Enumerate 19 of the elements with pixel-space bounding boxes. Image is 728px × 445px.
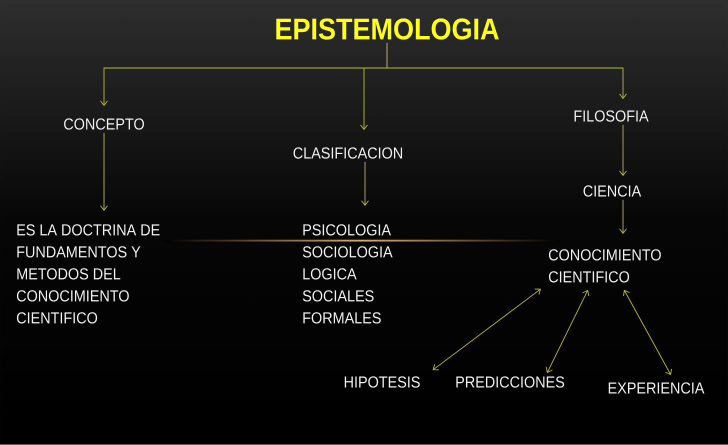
arrow [100, 132, 108, 211]
arrow [619, 124, 627, 176]
text-label: CIENCIA [584, 185, 642, 197]
word-list: PSICOLOGIA SOCIOLOGIA LOGICA SOCIALES FORMALES [302, 224, 393, 324]
text-label: HIPOTESIS [344, 376, 420, 388]
text-label: CONOCIMIENTO CIENTIFICO [548, 249, 661, 283]
text-label: EXPERIENCIA [608, 382, 704, 394]
text-label: CONCEPTO [64, 118, 144, 130]
heading: EPISTEMOLOGIA [276, 18, 499, 40]
arrow [623, 290, 672, 376]
paragraph-text: ES LA DOCTRINA DE FUNDAMENTOS Y METODOS DEL CONOCIMIENTO CIENTIFICO [16, 224, 160, 324]
text-label: CLASIFICACION [294, 147, 402, 159]
arrow [619, 199, 627, 234]
arrow [361, 161, 369, 206]
text-label: PREDICCIONES [456, 376, 564, 388]
arrow [432, 288, 541, 370]
text-label: FILOSOFIA [574, 110, 649, 122]
arrow [386, 42, 627, 100]
arrow [546, 290, 590, 374]
